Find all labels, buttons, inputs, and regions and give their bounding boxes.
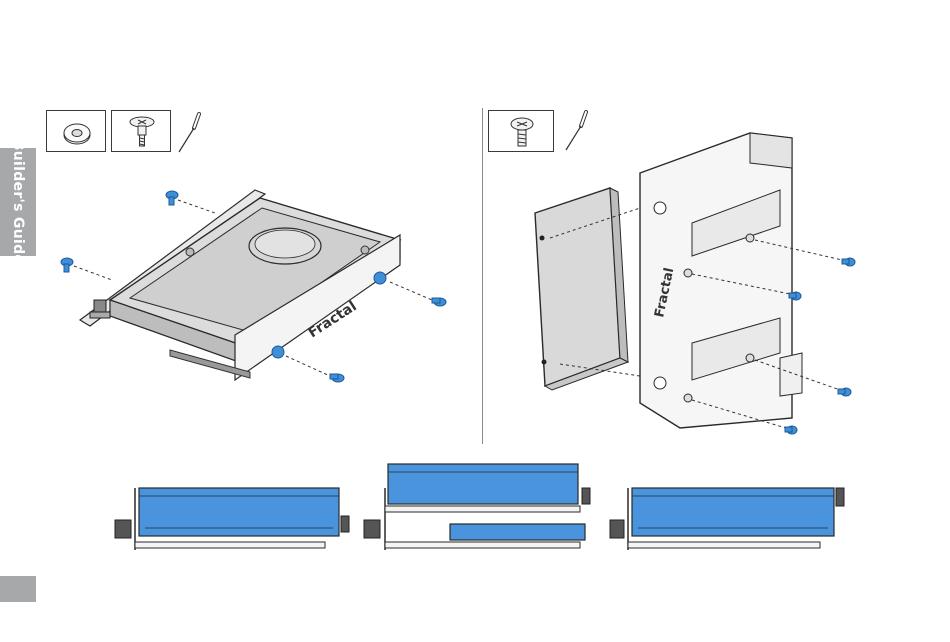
blue-screw-icon bbox=[842, 258, 855, 266]
shoulder-screw-icon bbox=[112, 111, 172, 153]
grommet-icon bbox=[47, 111, 107, 153]
panel-divider bbox=[482, 108, 483, 444]
side-tab: Builder's Guide bbox=[0, 148, 36, 256]
blue-screw-icon bbox=[330, 374, 344, 382]
blue-screw-icon bbox=[785, 426, 797, 434]
blue-screw-icon bbox=[166, 191, 178, 205]
blue-screw-icon bbox=[61, 258, 73, 272]
side-tab-label: Builder's Guide bbox=[10, 140, 26, 264]
screwdriver-icon bbox=[175, 112, 205, 156]
hdd-side-view-1 bbox=[105, 460, 355, 555]
blue-screw-icon bbox=[838, 388, 851, 396]
page-number-box bbox=[0, 576, 36, 602]
shoulder-screw-tool-box bbox=[111, 110, 171, 152]
ssd-bracket-illustration: Fractal bbox=[530, 128, 870, 438]
blue-screw-icon bbox=[432, 298, 446, 306]
hdd-side-view-3 bbox=[610, 460, 860, 555]
hdd-mounting-illustration: Fractal bbox=[50, 180, 470, 400]
hdd-ssd-side-view-2 bbox=[360, 460, 610, 555]
grommet-tool-box bbox=[46, 110, 106, 152]
